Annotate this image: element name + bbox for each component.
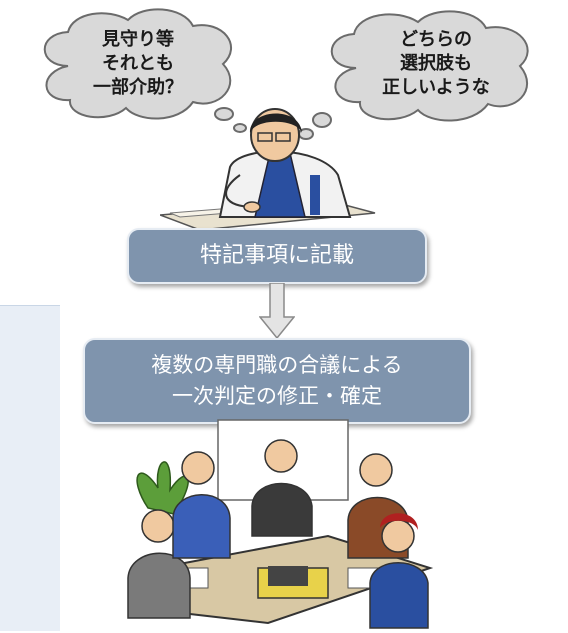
thinking-man-illustration	[160, 108, 376, 230]
meeting-illustration	[127, 419, 434, 629]
step2-line: 一次判定の修正・確定	[172, 384, 382, 408]
thought-right-line: 選択肢も	[400, 53, 472, 74]
thought-left-line: 見守り等	[102, 29, 174, 50]
thought-left-text: 見守り等 それとも 一部介助？	[28, 28, 248, 100]
cloud-icon	[298, 10, 529, 140]
thought-left-line: それとも	[102, 53, 174, 74]
cloud-icon	[43, 8, 247, 133]
thought-right-text: どちらの 選択肢も 正しいような	[326, 28, 546, 100]
step-box-record-notes: 特記事項に記載	[127, 228, 427, 284]
side-panel	[0, 305, 60, 631]
step-box-committee-review: 複数の専門職の合議による 一次判定の修正・確定	[83, 338, 471, 424]
thought-right-line: どちらの	[400, 29, 472, 50]
thought-left-line: 一部介助？	[93, 77, 183, 98]
down-arrow-icon	[259, 283, 295, 339]
thought-right-line: 正しいような	[382, 77, 490, 98]
thought-bubble-right: どちらの 選択肢も 正しいような	[296, 6, 546, 141]
thought-bubble-left: 見守り等 それとも 一部介助？	[28, 6, 248, 136]
step1-label: 特記事項に記載	[199, 243, 354, 268]
step2-line: 複数の専門職の合議による	[151, 353, 403, 377]
